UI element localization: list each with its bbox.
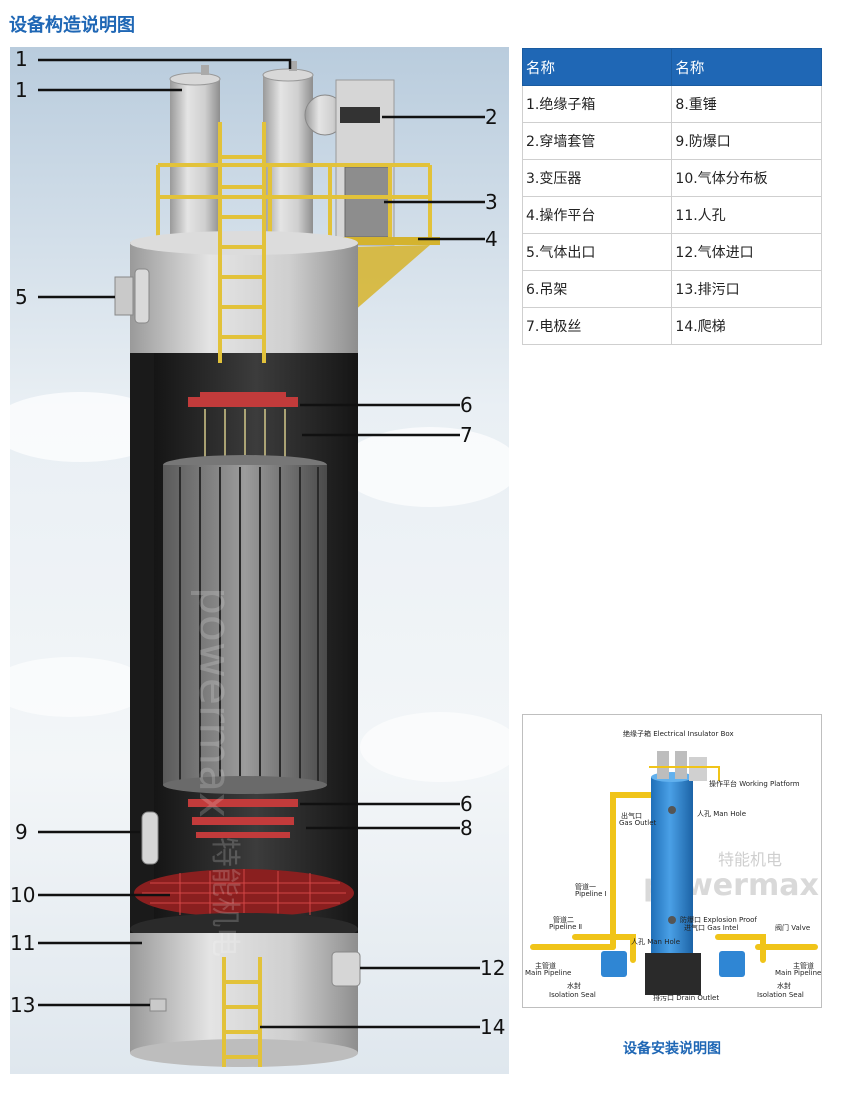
callout-1a: 1	[15, 47, 28, 71]
label-water-seal-right-en: Isolation Seal	[757, 991, 804, 999]
callout-2: 2	[485, 105, 498, 129]
label-man-hole-bottom: 人孔 Man Hole	[631, 937, 680, 947]
table-header-cell: 名称	[672, 49, 822, 86]
label-working-platform: 操作平台 Working Platform	[709, 779, 800, 789]
table-cell: 7.电极丝	[523, 308, 672, 345]
label-man-hole-top: 人孔 Man Hole	[697, 809, 746, 819]
callout-12: 12	[480, 956, 505, 980]
table-cell: 6.吊架	[523, 271, 672, 308]
tower-illustration: powermax 特能机电	[10, 47, 509, 1074]
table-header-row: 名称 名称	[523, 49, 822, 86]
callout-3: 3	[485, 190, 498, 214]
label-pipeline2-en: Pipeline Ⅱ	[549, 923, 582, 931]
table-row: 5.气体出口 12.气体进口	[523, 234, 822, 271]
label-valve: 阀门 Valve	[775, 923, 810, 933]
install-caption: 设备安装说明图	[522, 1038, 822, 1058]
table-row: 1.绝缘子箱 8.重锤	[523, 86, 822, 123]
label-drain-outlet: 排污口 Drain Outlet	[653, 993, 719, 1003]
label-gas-outlet-en: Gas Outlet	[619, 819, 656, 827]
table-cell: 11.人孔	[672, 197, 822, 234]
callout-4: 4	[485, 227, 498, 251]
callout-11: 11	[10, 931, 35, 955]
callout-5: 5	[15, 285, 28, 309]
label-pipeline1-en: Pipeline Ⅰ	[575, 890, 607, 898]
callout-7: 7	[460, 423, 473, 447]
table-cell: 4.操作平台	[523, 197, 672, 234]
table-cell: 2.穿墙套管	[523, 123, 672, 160]
label-water-seal-right-cn: 水封	[777, 981, 791, 991]
table-row: 7.电极丝 14.爬梯	[523, 308, 822, 345]
watermark-brand: powermax	[189, 587, 240, 818]
table-row: 6.吊架 13.排污口	[523, 271, 822, 308]
equipment-structure-diagram: powermax 特能机电 1 1 2 3 4 5 6 7 6 8 9 10	[10, 47, 509, 1074]
table-cell: 12.气体进口	[672, 234, 822, 271]
callout-14: 14	[480, 1015, 505, 1039]
label-insulator-box: 绝缘子箱 Electrical Insulator Box	[623, 729, 734, 739]
callout-10: 10	[10, 883, 35, 907]
label-main-pipeline-left-en: Main Pipeline	[525, 969, 571, 977]
table-cell: 3.变压器	[523, 160, 672, 197]
install-watermark-cn: 特能机电	[718, 850, 782, 869]
callout-1b: 1	[15, 78, 28, 102]
table-cell: 9.防爆口	[672, 123, 822, 160]
table-header-cell: 名称	[523, 49, 672, 86]
table-cell: 10.气体分布板	[672, 160, 822, 197]
parts-table: 名称 名称 1.绝缘子箱 8.重锤 2.穿墙套管 9.防爆口 3.变压器 10.…	[522, 48, 822, 345]
watermark-cn: 特能机电	[207, 837, 242, 957]
table-row: 3.变压器 10.气体分布板	[523, 160, 822, 197]
table-row: 2.穿墙套管 9.防爆口	[523, 123, 822, 160]
table-cell: 14.爬梯	[672, 308, 822, 345]
callout-9: 9	[15, 820, 28, 844]
page-title: 设备构造说明图	[9, 11, 135, 37]
label-water-seal-left-en: Isolation Seal	[549, 991, 596, 999]
table-cell: 5.气体出口	[523, 234, 672, 271]
installation-illustration: 特能机电 powermax	[523, 715, 821, 1007]
installation-diagram: 特能机电 powermax 绝缘子箱 Electrical Insulator …	[522, 714, 822, 1008]
callout-13: 13	[10, 993, 35, 1017]
table-cell: 13.排污口	[672, 271, 822, 308]
label-gas-inlet: 进气口 Gas Intel	[684, 923, 738, 933]
table-cell: 1.绝缘子箱	[523, 86, 672, 123]
table-cell: 8.重锤	[672, 86, 822, 123]
label-main-pipeline-right-en: Main Pipeline	[775, 969, 821, 977]
label-water-seal-left-cn: 水封	[567, 981, 581, 991]
callout-6b: 6	[460, 792, 473, 816]
table-row: 4.操作平台 11.人孔	[523, 197, 822, 234]
callout-8: 8	[460, 816, 473, 840]
callout-6a: 6	[460, 393, 473, 417]
